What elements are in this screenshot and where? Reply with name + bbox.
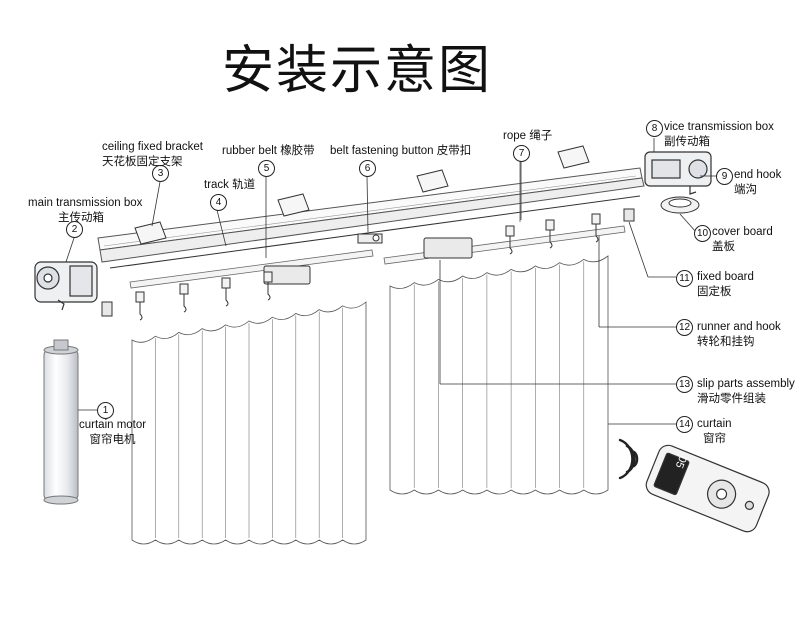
callout-number-11: 11 (676, 270, 693, 287)
callout-number-7: 7 (513, 145, 530, 162)
label-zh: 天花板固定支架 (102, 156, 183, 168)
label-slip-parts-assembly: slip parts assembly 滑动零件组装 (697, 377, 795, 407)
leader-lines (65, 138, 716, 425)
label-zh: 滑动零件组装 (697, 393, 766, 405)
label-en: curtain motor (79, 419, 147, 431)
label-en: curtain (697, 418, 732, 430)
label-rope: rope 绳子 (503, 129, 552, 144)
callout-number-4: 4 (210, 194, 227, 211)
label-zh: 转轮和挂钩 (697, 336, 755, 348)
label-zh: 皮带扣 (436, 145, 472, 157)
callout-number-10: 10 (694, 225, 711, 242)
remote-control: 05 (618, 438, 770, 533)
callout-number-9: 9 (716, 168, 733, 185)
label-end-hook: end hook 端沟 (734, 168, 781, 198)
label-track: track 轨道 (204, 178, 255, 193)
label-fixed-board: fixed board 固定板 (697, 270, 754, 300)
remote-display: 05 (673, 454, 689, 470)
label-zh: 端沟 (734, 184, 757, 196)
callout-number-2: 2 (66, 221, 83, 238)
label-en: main transmission box (28, 197, 143, 209)
callout-number-1: 1 (97, 402, 114, 419)
callout-number-12: 12 (676, 319, 693, 336)
label-curtain: curtain 窗帘 (697, 417, 732, 447)
runner-hook-icon (263, 271, 273, 301)
label-zh: 固定板 (697, 286, 732, 298)
label-en: fixed board (697, 271, 754, 283)
label-en: vice transmission box (664, 121, 774, 133)
callout-number-13: 13 (676, 376, 693, 393)
label-zh: 绳子 (529, 130, 553, 142)
runner-hook-icon (545, 219, 555, 249)
rubber-belt (109, 195, 641, 269)
runner-hooks (135, 213, 601, 321)
label-rubber-belt: rubber belt 橡胶带 (222, 144, 315, 159)
slip-parts (263, 237, 473, 285)
callout-number-6: 6 (359, 160, 376, 177)
runner-hook-icon (221, 277, 231, 307)
signal-waves-icon (618, 438, 639, 480)
curtain-right (389, 255, 609, 495)
label-en: rope (503, 130, 527, 142)
label-vice-transmission-box: vice transmission box 副传动箱 (664, 120, 774, 150)
label-main-transmission-box: main transmission box 主传动箱 (28, 196, 142, 226)
label-zh: 副传动箱 (664, 136, 710, 148)
label-en: end hook (734, 169, 782, 181)
runner-hook-icon (179, 283, 189, 313)
label-curtain-motor: curtain motor 窗帘电机 (79, 418, 146, 448)
fixed-board-right (623, 208, 635, 222)
fixed-board-left (101, 301, 113, 317)
cover-board (660, 196, 700, 214)
label-zh: 轨道 (232, 179, 256, 191)
runner-hook-icon (505, 225, 515, 255)
label-en: runner and hook (697, 321, 781, 333)
vice-transmission-box (644, 151, 712, 195)
curtain-left (131, 301, 367, 545)
runner-hook-icon (591, 213, 601, 243)
label-ceiling-fixed-bracket: ceiling fixed bracket 天花板固定支架 (102, 140, 203, 170)
label-en: belt fastening button (330, 145, 434, 157)
ceiling-brackets (134, 145, 590, 245)
label-belt-fastening-button: belt fastening button 皮带扣 (330, 144, 471, 159)
label-en: slip parts assembly (697, 378, 795, 390)
curtain-motor (43, 339, 79, 505)
callout-number-8: 8 (646, 120, 663, 137)
label-zh: 窗帘电机 (89, 434, 136, 446)
callout-number-3: 3 (152, 165, 169, 182)
callout-number-5: 5 (258, 160, 275, 177)
label-en: rubber belt (222, 145, 277, 157)
label-runner-and-hook: runner and hook 转轮和挂钩 (697, 320, 781, 350)
label-cover-board: cover board 盖板 (712, 225, 773, 255)
label-zh: 橡胶带 (280, 145, 315, 157)
runner-hook-icon (135, 291, 145, 321)
label-zh: 主传动箱 (58, 212, 104, 224)
track-rail (97, 167, 645, 263)
diagram-title: 安装示意图 (222, 41, 493, 101)
label-en: cover board (712, 226, 773, 238)
label-zh: 窗帘 (703, 433, 726, 445)
label-en: track (204, 179, 229, 191)
belt-fastening-button (357, 233, 383, 244)
callout-number-14: 14 (676, 416, 693, 433)
main-transmission-box (34, 261, 98, 311)
label-zh: 盖板 (712, 241, 735, 253)
label-en: ceiling fixed bracket (102, 141, 203, 153)
